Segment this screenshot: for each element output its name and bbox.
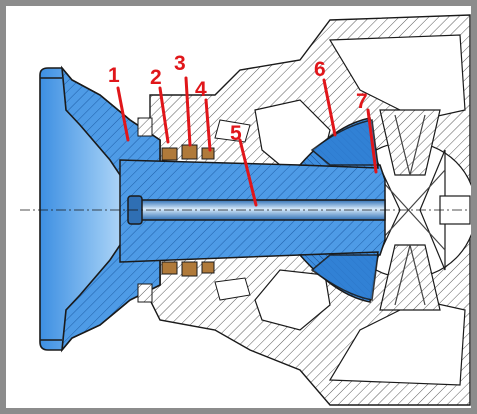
callout-4: 4	[195, 78, 207, 101]
callout-6: 6	[314, 58, 326, 81]
callout-3: 3	[174, 52, 186, 75]
callout-arrow-4	[204, 98, 212, 152]
seals	[137, 117, 153, 303]
flange	[39, 65, 161, 353]
callout-arrow-5	[238, 138, 258, 207]
callout-1: 1	[108, 64, 120, 87]
callout-arrow-6	[322, 78, 337, 137]
callout-2: 2	[150, 66, 162, 89]
callout-arrow-2	[158, 86, 170, 144]
pinion-shaft	[20, 117, 470, 303]
callout-arrow-1	[116, 86, 130, 142]
callout-labels: 1 2 3 4 5 6 7	[108, 52, 368, 145]
bearings	[161, 119, 251, 301]
callout-5: 5	[230, 122, 242, 145]
callout-arrows	[116, 76, 378, 207]
callout-arrow-7	[366, 108, 378, 174]
cross-section-drawing: 1 2 3 4 5 6 7	[20, 14, 471, 406]
callout-arrow-3	[184, 76, 192, 147]
callout-7: 7	[356, 90, 368, 113]
